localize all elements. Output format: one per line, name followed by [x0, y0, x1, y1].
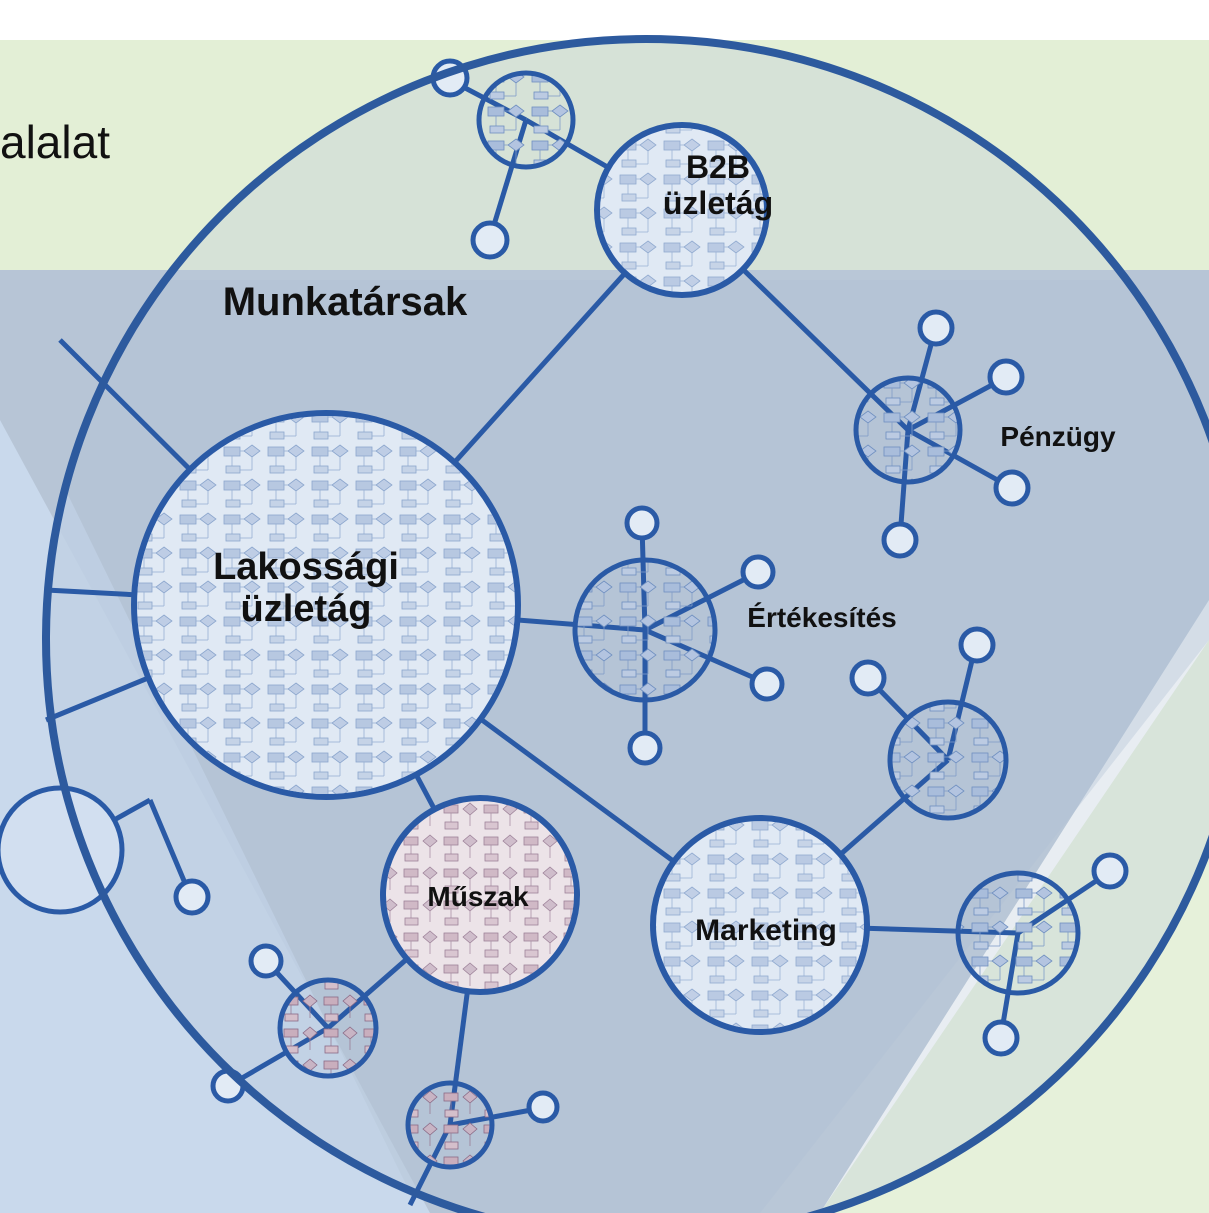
lakossagi-node — [131, 410, 521, 800]
unit-label-marketing: Marketing — [695, 914, 837, 947]
unit-label-line: Marketing — [695, 914, 837, 947]
unit-label-line: Lakossági — [213, 546, 399, 588]
unit-label-line: Műszak — [427, 881, 529, 912]
unit-label-line: üzletág — [241, 588, 372, 630]
muszak-node — [380, 795, 580, 995]
unit-label-line: Értékesítés — [747, 602, 896, 633]
unit-label-muszak: Műszak — [427, 881, 529, 912]
marketing-node — [650, 815, 870, 1035]
unit-label-ertekesites: Értékesítés — [747, 602, 896, 633]
b2b-node — [594, 122, 770, 298]
satellite-nodes — [173, 58, 1129, 1124]
unit-label-penzugy: Pénzügy — [1000, 421, 1116, 452]
unit-label-line: B2B — [686, 149, 750, 185]
process-nodes — [0, 70, 1081, 1170]
unit-label-line: Pénzügy — [1000, 421, 1116, 452]
people-label: Munkatársak — [223, 280, 468, 324]
unit-label-line: üzletág — [663, 185, 773, 221]
corner-text: alalat — [0, 116, 110, 168]
outer-ring — [42, 35, 1209, 1213]
